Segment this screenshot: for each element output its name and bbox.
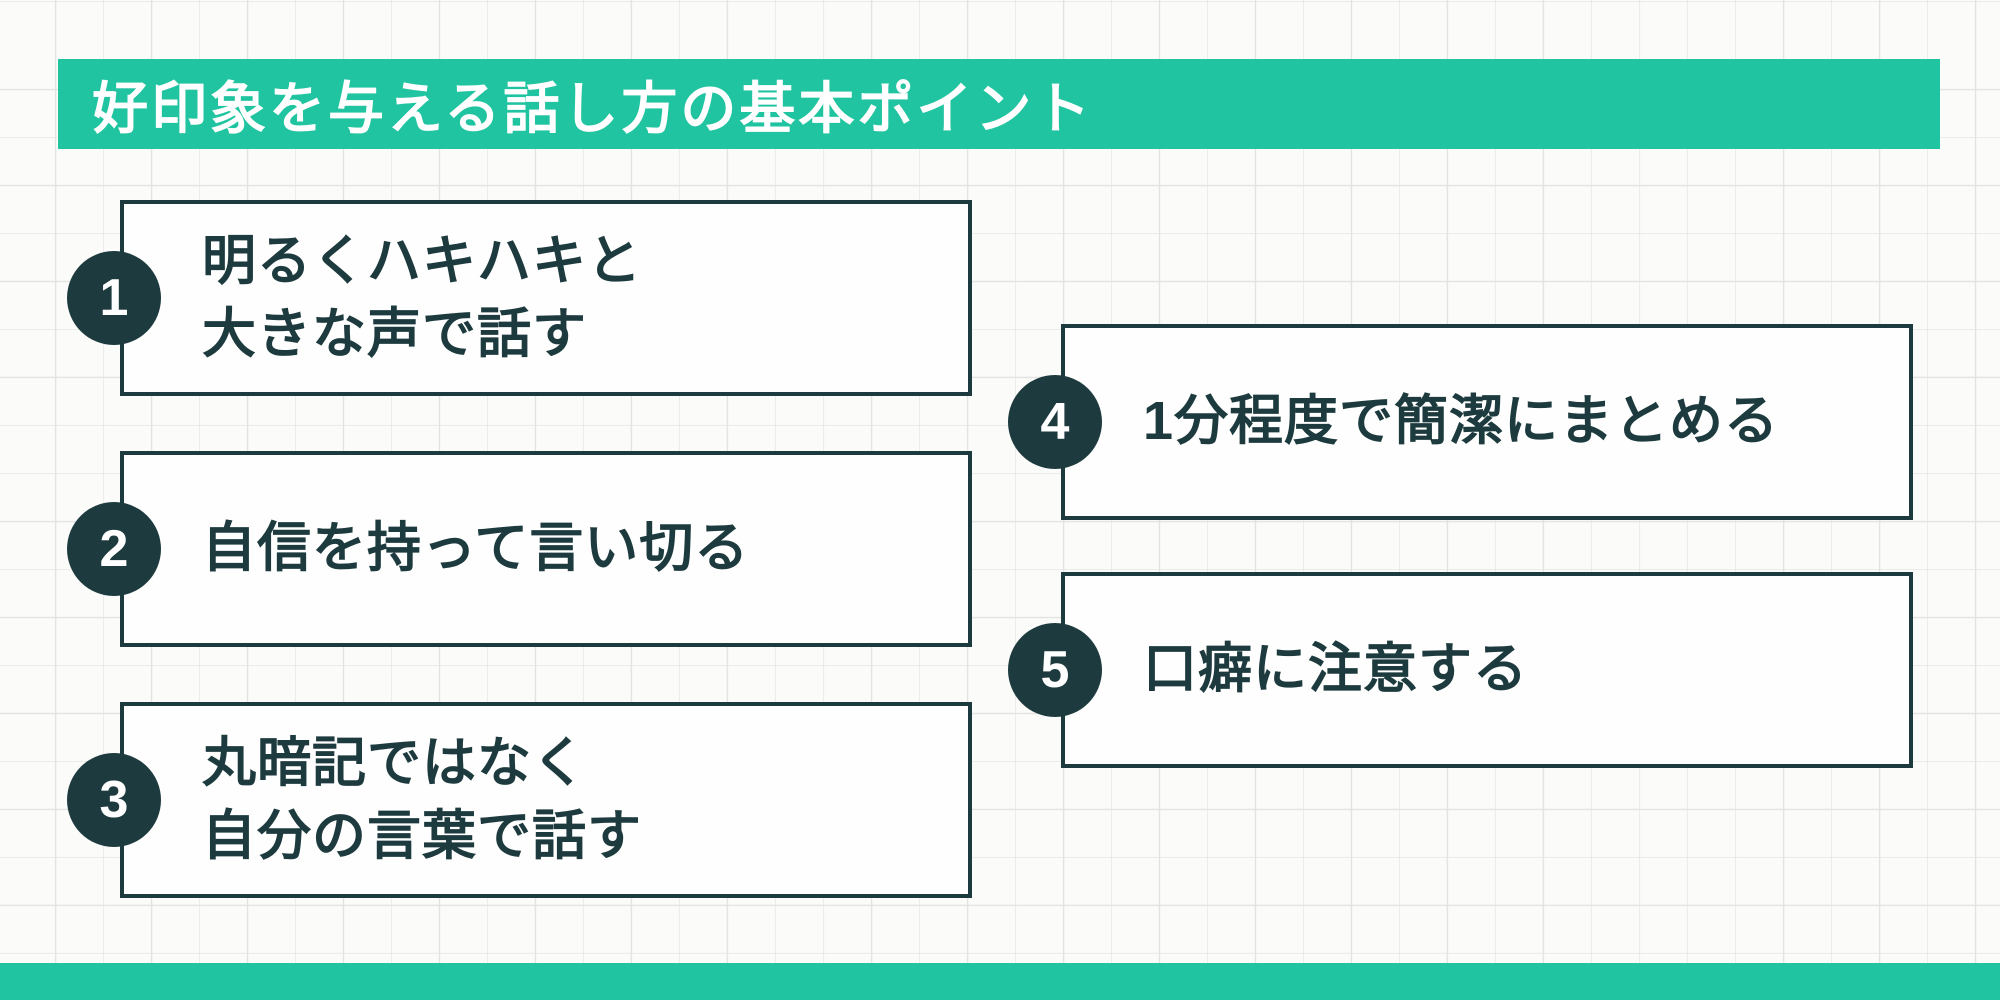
footer-bar [0,963,2000,1000]
point-box-4: 4 1分程度で簡潔にまとめる [1008,324,1913,520]
page-title: 好印象を与える話し方の基本ポイント [92,76,1094,140]
point-5-number-badge: 5 [1008,623,1102,717]
point-4-text: 1分程度で簡潔にまとめる [1143,391,1780,452]
title-bar: 好印象を与える話し方の基本ポイント [58,59,1940,149]
point-2-text: 自信を持って言い切る [202,518,750,579]
point-5-number: 5 [1040,641,1070,699]
point-2-number-badge: 2 [67,502,161,596]
point-box-2: 2 自信を持って言い切る [67,451,972,647]
point-box-1: 1 明るくハキハキと 大きな声で話す [67,200,972,396]
point-1-number-badge: 1 [67,251,161,345]
point-box-3: 3 丸暗記ではなく 自分の言葉で話す [67,702,972,898]
point-3-text: 丸暗記ではなく 自分の言葉で話す [202,732,642,866]
point-4-number-badge: 4 [1008,375,1102,469]
point-4-number: 4 [1040,393,1070,451]
point-3-number: 3 [99,771,129,829]
point-5-text: 口癖に注意する [1143,639,1528,700]
point-box-5: 5 口癖に注意する [1008,572,1913,768]
point-1-text: 明るくハキハキと 大きな声で話す [202,230,642,364]
point-2-number: 2 [99,520,129,578]
point-1-number: 1 [99,269,129,327]
point-3-number-badge: 3 [67,753,161,847]
